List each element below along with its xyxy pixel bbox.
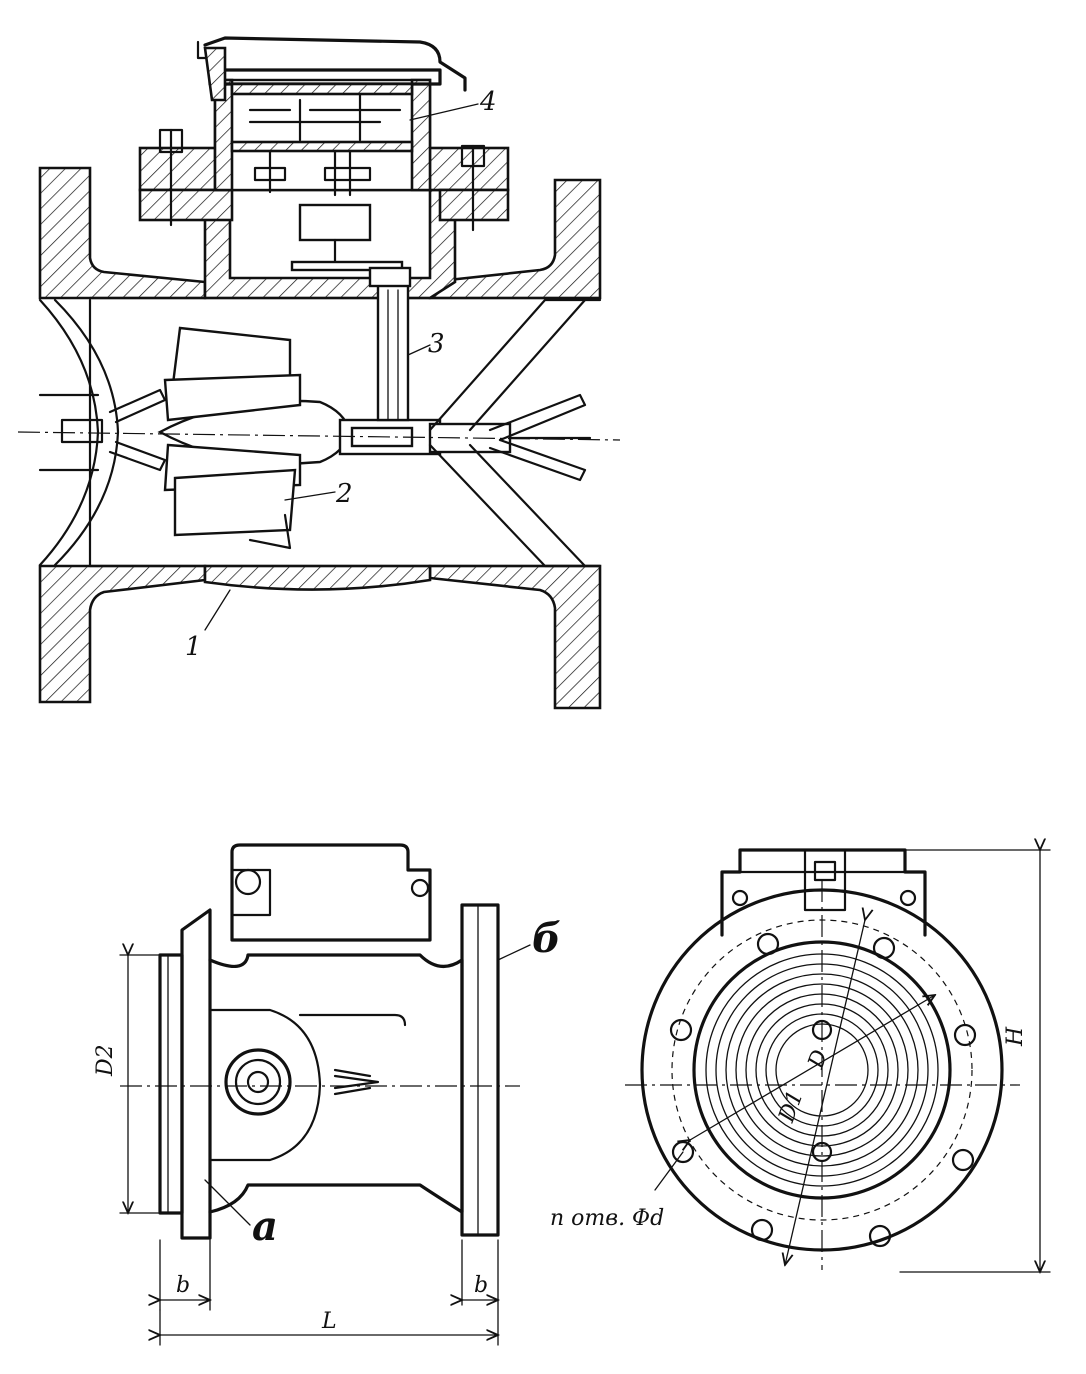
outlet-straightener	[428, 298, 602, 568]
end-view: H D1 D n отв. Φd	[550, 850, 1051, 1272]
dim-L: L	[321, 1309, 337, 1334]
view-b-leader	[497, 944, 531, 961]
left-flange-bottom	[38, 564, 207, 704]
right-flange-bottom	[428, 564, 602, 710]
callout-3: 3	[428, 329, 445, 359]
dim-D2: D2	[93, 1044, 118, 1077]
pipe-bottom-wall	[203, 564, 432, 591]
view-a-leader	[204, 1179, 251, 1226]
dim-b-right: b	[474, 1273, 488, 1298]
side-left-flange	[180, 908, 212, 1240]
side-counter-box	[230, 843, 432, 942]
callout-2: 2	[335, 479, 353, 509]
counter-housing	[196, 36, 467, 272]
side-dimensions	[119, 955, 498, 1346]
mount-boss-left	[138, 188, 234, 222]
callout-1: 1	[185, 632, 202, 662]
counter-gears	[248, 93, 402, 197]
dim-b-left: b	[176, 1273, 190, 1298]
dim-D: D	[803, 1046, 833, 1072]
view-label-a: а	[252, 1203, 278, 1250]
impeller	[157, 326, 352, 550]
mount-bolts	[158, 128, 486, 232]
end-dimensions	[654, 850, 1051, 1272]
callout-leaders	[204, 103, 479, 631]
section-axis	[17, 431, 621, 441]
side-view: D2 b b L а б	[93, 843, 561, 1346]
callout-4: 4	[479, 87, 497, 117]
view-label-b: б	[532, 915, 561, 962]
section-view: 4 3 2 1	[17, 36, 621, 710]
dim-holes: n отв. Φd	[550, 1206, 664, 1231]
dim-H: H	[1003, 1026, 1028, 1047]
side-right-flange	[460, 903, 500, 1237]
side-left-spigot	[158, 953, 184, 1215]
